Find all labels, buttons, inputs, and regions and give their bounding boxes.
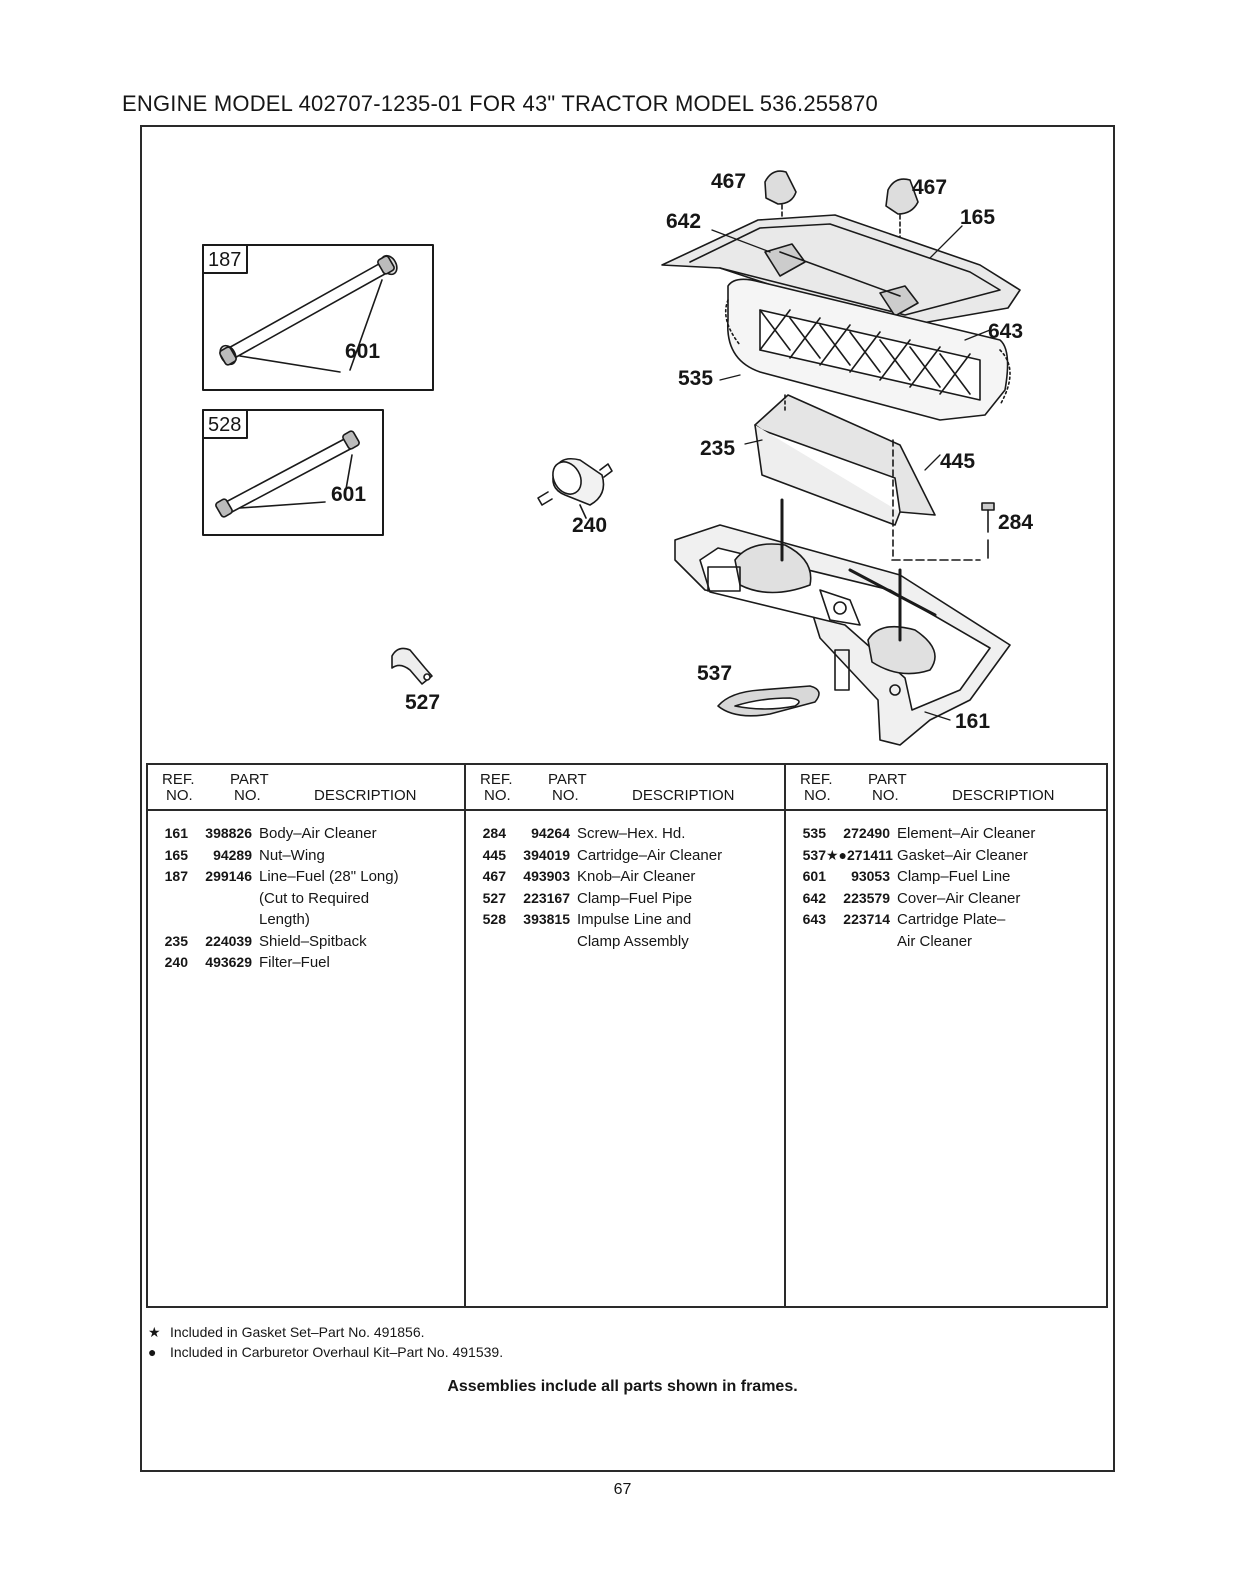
header-part-line1: PART — [868, 771, 907, 788]
header-ref-line2: NO. — [804, 787, 831, 804]
callout-445: 445 — [940, 450, 976, 473]
callout-235: 235 — [700, 437, 736, 460]
callout-165: 165 — [960, 206, 996, 229]
header-part-line2: NO. — [552, 787, 579, 804]
callout-467-right: 467 — [912, 176, 948, 199]
footnotes: ★Included in Gasket Set–Part No. 491856.… — [148, 1322, 503, 1362]
page-border — [140, 125, 1115, 1472]
screw-part — [891, 502, 995, 561]
bullet-icon: ● — [148, 1344, 157, 1360]
table-row: Air Cleaner — [897, 932, 973, 950]
clamp-part — [391, 647, 433, 685]
leader-lines — [711, 225, 991, 721]
frame-528-label: 528 — [208, 414, 242, 436]
header-description: DESCRIPTION — [952, 787, 1055, 804]
page-title: ENGINE MODEL 402707-1235-01 FOR 43" TRAC… — [122, 91, 878, 116]
footnote-overhaul-kit: ●Included in Carburetor Overhaul Kit–Par… — [148, 1344, 504, 1360]
frame-528-impulse-line — [202, 409, 384, 536]
shield-and-cartridge — [754, 394, 936, 561]
callout-284: 284 — [998, 511, 1034, 534]
column-header: REF. NO. PART NO. DESCRIPTION — [786, 765, 1106, 811]
page-number: 67 — [613, 1481, 632, 1498]
header-description: DESCRIPTION — [314, 787, 417, 804]
assembly-note: Assemblies include all parts shown in fr… — [447, 1378, 798, 1395]
fuel-filter-part — [537, 457, 613, 519]
header-ref-line1: REF. — [800, 771, 833, 788]
column-header: REF. NO. PART NO. DESCRIPTION — [466, 765, 784, 811]
star-icon: ★ — [148, 1324, 161, 1340]
header-description: DESCRIPTION — [632, 787, 735, 804]
callout-240: 240 — [572, 514, 608, 537]
callout-643: 643 — [988, 320, 1024, 343]
air-cleaner-body — [674, 498, 1011, 746]
header-part-line2: NO. — [234, 787, 261, 804]
table-row: Clamp Assembly — [577, 932, 689, 950]
header-ref-line1: REF. — [480, 771, 513, 788]
table-row: Length) — [259, 911, 310, 928]
header-ref-line2: NO. — [484, 787, 511, 804]
callout-601-frame-528: 601 — [331, 483, 367, 506]
frame-187-fuel-line — [202, 244, 434, 391]
callout-467-left: 467 — [711, 170, 747, 193]
air-filter-element — [724, 278, 1011, 421]
frame-187-label: 187 — [208, 249, 242, 271]
footnote-gasket-set: ★Included in Gasket Set–Part No. 491856. — [148, 1324, 425, 1340]
header-ref-line2: NO. — [166, 787, 193, 804]
header-part-line1: PART — [548, 771, 587, 788]
gasket-part — [717, 685, 820, 717]
callout-527: 527 — [405, 691, 441, 714]
column-header: REF. NO. PART NO. DESCRIPTION — [148, 765, 464, 811]
callout-535: 535 — [678, 367, 714, 390]
table-row: (Cut to Required — [259, 889, 370, 907]
callout-537: 537 — [697, 662, 733, 685]
callout-601-frame-187: 601 — [345, 340, 381, 363]
header-part-line2: NO. — [872, 787, 899, 804]
callout-642: 642 — [666, 210, 702, 233]
header-part-line1: PART — [230, 771, 269, 788]
header-ref-line1: REF. — [162, 771, 195, 788]
callout-161: 161 — [955, 710, 991, 733]
